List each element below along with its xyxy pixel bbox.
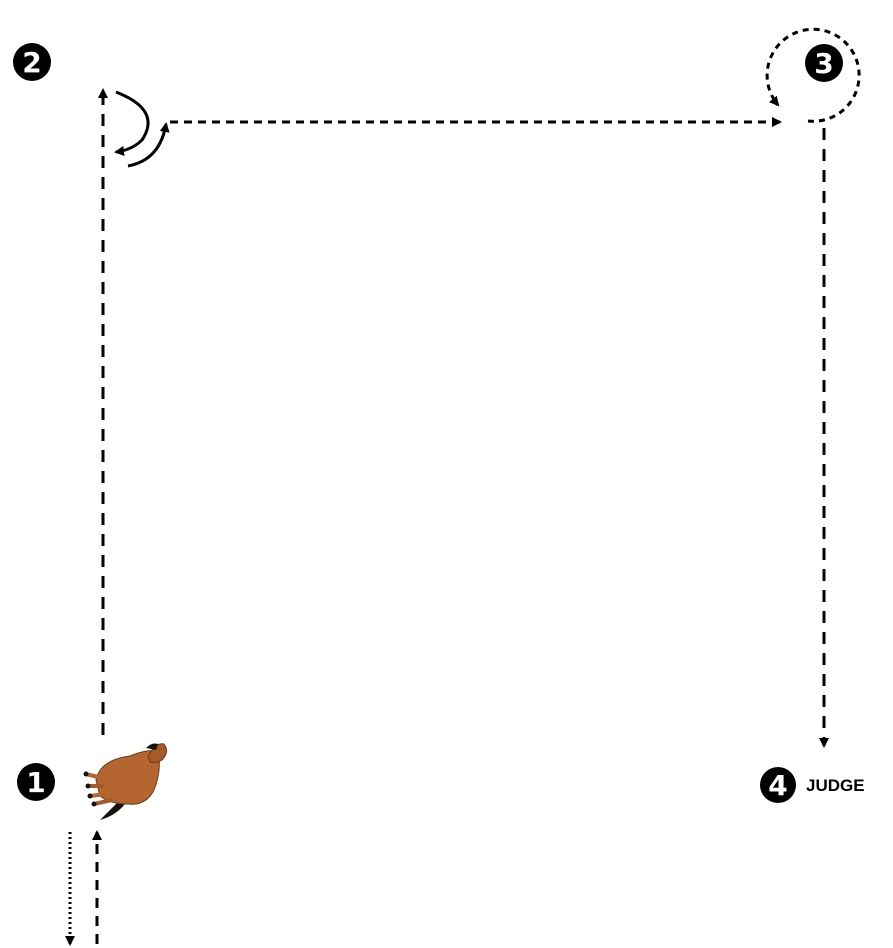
horse-icon	[84, 744, 167, 821]
turn-arc-outer	[116, 92, 148, 152]
marker-2: 2	[13, 43, 51, 81]
marker-3: 3	[805, 44, 843, 82]
judge-label: JUDGE	[806, 776, 865, 795]
marker-4-label: 4	[768, 769, 787, 802]
marker-4: 4	[760, 767, 796, 803]
marker-3-label: 3	[814, 47, 833, 80]
marker-1-label: 1	[26, 766, 45, 799]
marker-2-label: 2	[22, 46, 41, 79]
marker-1: 1	[17, 763, 55, 801]
